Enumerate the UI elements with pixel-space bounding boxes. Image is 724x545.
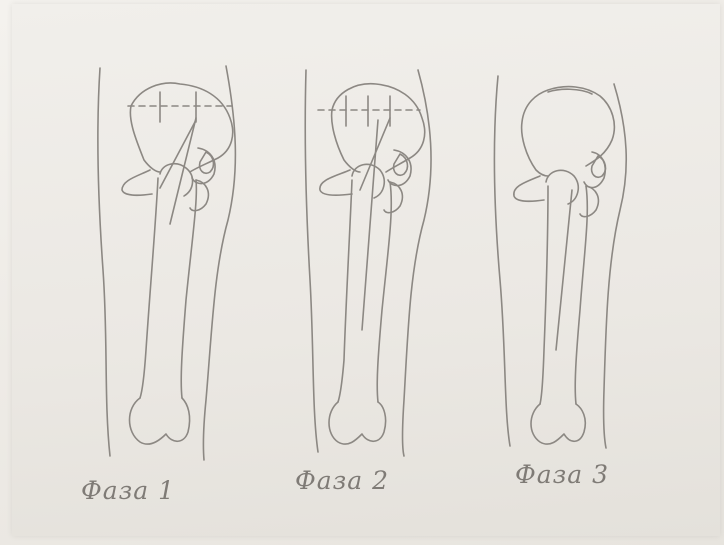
phase-3-femoral-head (546, 170, 578, 204)
phase-3-greater-trochanter (580, 186, 598, 217)
phase-1-axis-2 (160, 120, 196, 188)
phase-3-femur-left (540, 186, 548, 404)
phase-2-greater-trochanter (384, 182, 402, 213)
phase-1-femur-right (181, 180, 196, 398)
phase-3-ischium (514, 152, 605, 201)
phase-2-thigh-outline-right (403, 70, 432, 456)
phase-2-ischium (320, 150, 411, 195)
phase-2-thigh-outline-left (305, 70, 318, 452)
phase-1-figure (98, 66, 236, 460)
phase-3-femur-right (575, 186, 587, 404)
phase-2-femur-right (377, 182, 391, 402)
phase-2-figure (305, 70, 431, 456)
phase-3-figure (494, 76, 626, 448)
phase-3-thigh-outline-left (494, 76, 510, 446)
phase-3-pelvis (522, 87, 615, 176)
phase-1-condyles (130, 398, 190, 444)
phase-1-thigh-outline-right (203, 66, 235, 460)
phase-3-condyles (531, 404, 585, 444)
phase-2-label: Фаза 2 (295, 466, 389, 495)
phase-1-pelvis (130, 83, 232, 172)
phase-3-label: Фаза 3 (515, 460, 609, 489)
phase-2-axis-2 (360, 118, 390, 190)
phase-3-femur-axis (556, 190, 572, 350)
phase-2-condyles (329, 402, 386, 444)
phase-3-thigh-outline-right (604, 84, 627, 448)
phase-1-label: Фаза 1 (81, 476, 175, 505)
phase-2-obturator (394, 154, 408, 175)
phase-1-femur-left (140, 178, 158, 398)
phase-1-thigh-outline-left (98, 68, 110, 456)
phase-2-femur-left (338, 180, 352, 402)
phase-3-pelvis-inner (548, 89, 592, 94)
